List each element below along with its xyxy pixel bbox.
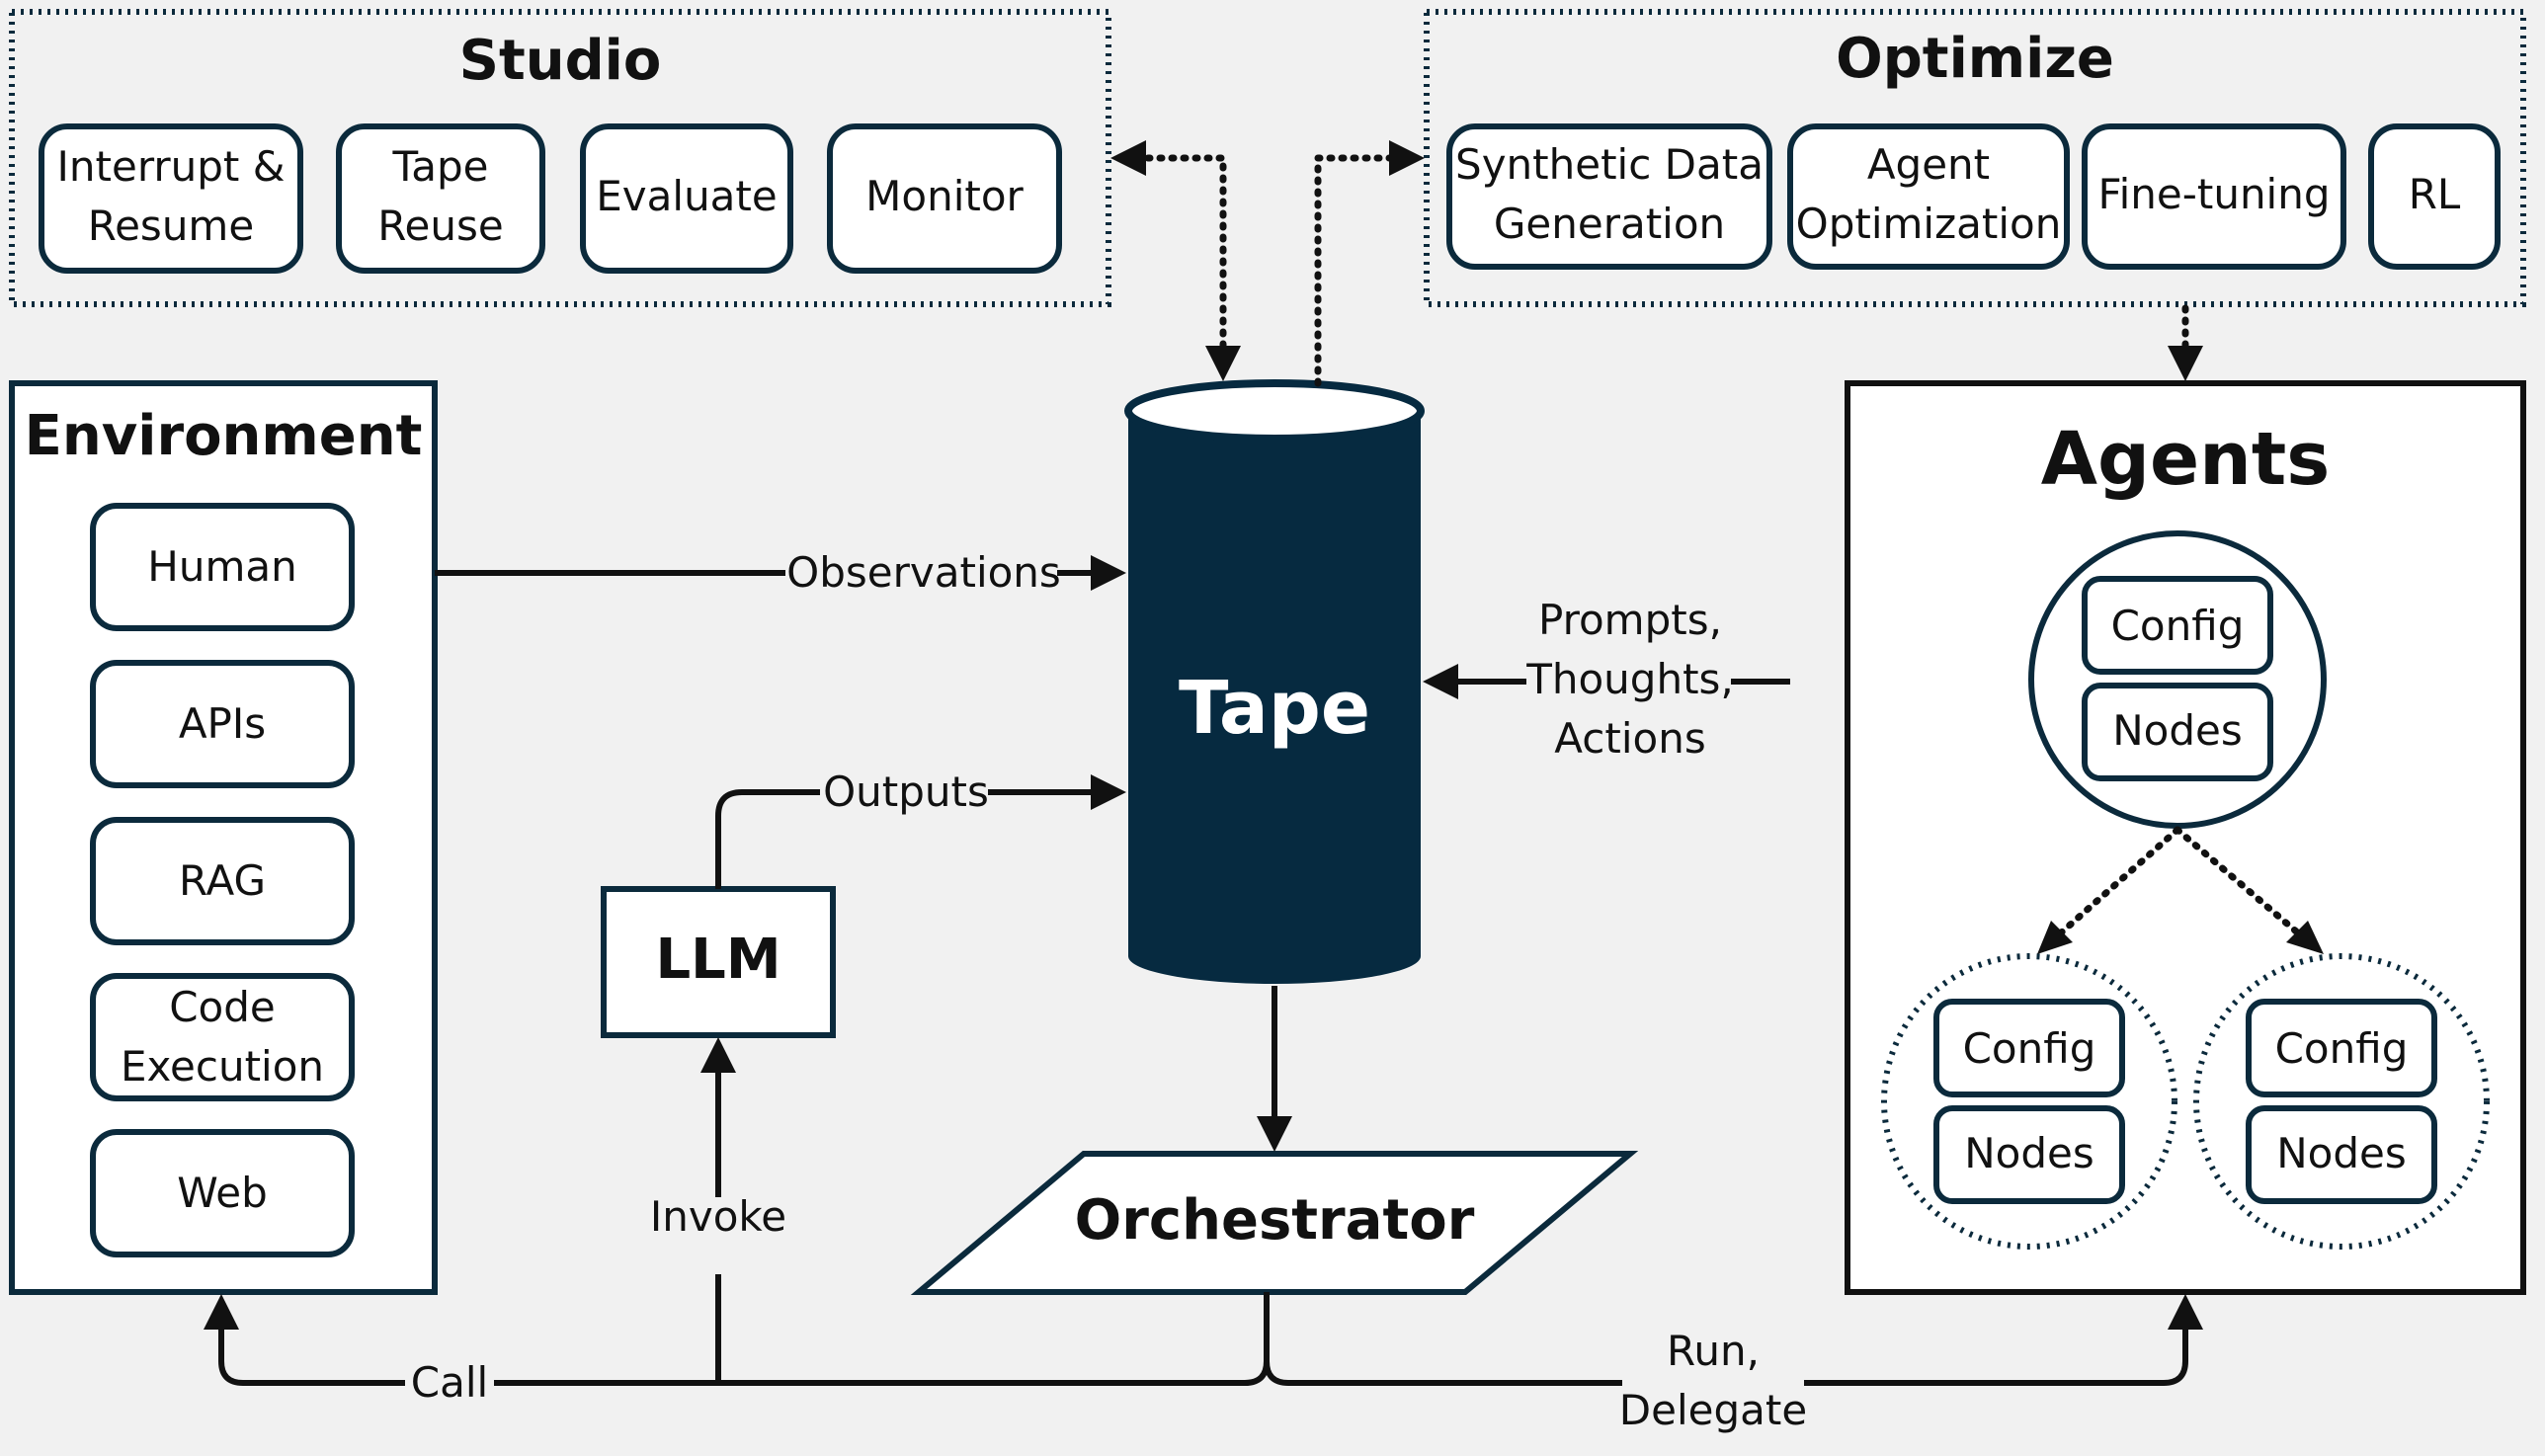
observations-label: Observations [786, 548, 1061, 597]
environment-group: Environment Human APIs RAG Code Executio… [9, 380, 438, 1295]
tape-cylinder[interactable]: Tape [1124, 379, 1425, 984]
environment-item-label: Web [177, 1169, 268, 1217]
studio-item-monitor[interactable]: Monitor [827, 123, 1062, 274]
optimize-item-fine-tuning[interactable]: Fine-tuning [2082, 123, 2346, 270]
agents-arrowhead [2168, 346, 2203, 381]
studio-title: Studio [459, 29, 662, 93]
environment-item-web[interactable]: Web [90, 1129, 355, 1257]
optimize-item-line2: Generation [1494, 200, 1725, 248]
studio-item-label: Evaluate [596, 172, 777, 220]
agent-config-label: Config [1963, 1024, 2096, 1073]
agent-nodes-label: Nodes [1964, 1129, 2094, 1177]
environment-item-code-execution[interactable]: Code Execution [90, 973, 355, 1101]
studio-border [9, 9, 1111, 307]
dotted-connectors [1110, 140, 2203, 387]
prompts-arrowhead [1423, 664, 1458, 699]
environment-item-human[interactable]: Human [90, 503, 355, 631]
optimize-item-label: RL [2409, 170, 2461, 218]
optimize-title: Optimize [1836, 27, 2114, 91]
environment-item-label: Human [147, 542, 296, 591]
optimize-item-line1: Agent [1867, 140, 1990, 189]
agent-config-label: Config [2111, 602, 2245, 650]
call-label: Call [411, 1358, 488, 1407]
delegate-arrow-right [2174, 826, 2306, 940]
optimize-arrowhead [1389, 140, 1425, 176]
orchestrator[interactable]: Orchestrator [910, 1151, 1639, 1295]
environment-item-label: RAG [179, 856, 266, 905]
orchestrator-arrowhead [1257, 1116, 1292, 1152]
llm-box[interactable]: LLM [601, 886, 836, 1038]
optimize-item-rl[interactable]: RL [2368, 123, 2501, 270]
agent-nodes-label: Nodes [2276, 1129, 2407, 1177]
solid-connectors: Observations Outputs Prompts, Thoughts, … [204, 548, 2203, 1434]
studio-tape-link [1132, 154, 1227, 354]
prompts-label-3: Actions [1554, 714, 1705, 763]
tape-top [1124, 379, 1425, 443]
tape-optimize-link [1314, 154, 1397, 387]
studio-item-interrupt-resume[interactable]: Interrupt & Resume [39, 123, 303, 274]
studio-item-line1: Tape [392, 142, 489, 191]
environment-title: Environment [25, 404, 423, 468]
outputs-label: Outputs [823, 768, 989, 816]
agent-config-label: Config [2275, 1024, 2409, 1073]
run-delegate-line [1264, 1328, 2188, 1386]
environment-item-line1: Code [169, 983, 276, 1031]
tape-top-arrowhead [1205, 346, 1241, 381]
agent-sub-right[interactable]: Config Nodes [2193, 953, 2490, 1250]
observations-arrowhead [1091, 555, 1126, 591]
studio-item-line2: Reuse [377, 202, 503, 250]
agent-sub-left[interactable]: Config Nodes [1881, 953, 2177, 1250]
studio-item-tape-reuse[interactable]: Tape Reuse [336, 123, 545, 274]
studio-item-line2: Resume [88, 202, 254, 250]
prompts-label-2: Thoughts, [1525, 655, 1734, 703]
agents-group: Agents Config Nodes Config Nodes Config … [1845, 380, 2526, 1295]
optimize-item-line2: Optimization [1796, 200, 2062, 248]
delegate-arrow-left [2053, 826, 2181, 940]
studio-item-evaluate[interactable]: Evaluate [580, 123, 793, 274]
studio-arrowhead [1110, 140, 1146, 176]
optimize-group: Optimize Synthetic Data Generation Agent… [1424, 9, 2526, 307]
delegate-arrowhead-left [2037, 921, 2073, 954]
environment-item-label: APIs [179, 699, 266, 748]
studio-item-label: Monitor [865, 172, 1024, 220]
call-line [218, 1292, 1270, 1386]
studio-item-line1: Interrupt & [57, 142, 286, 191]
agents-title: Agents [2041, 417, 2331, 502]
tape-body [1128, 411, 1421, 984]
prompts-label-1: Prompts, [1538, 596, 1722, 644]
optimize-item-agent-optimization[interactable]: Agent Optimization [1787, 123, 2070, 270]
environment-arrowhead [204, 1294, 239, 1330]
run-label-2: Delegate [1619, 1386, 1807, 1434]
tape-label: Tape [1179, 666, 1370, 751]
agent-main[interactable]: Config Nodes [2028, 530, 2327, 829]
run-label-1: Run, [1667, 1327, 1760, 1375]
environment-item-line2: Execution [121, 1042, 324, 1091]
llm-label: LLM [655, 928, 780, 992]
optimize-border [1424, 9, 2526, 307]
delegate-arrowhead-right [2286, 921, 2324, 954]
optimize-item-synthetic-data[interactable]: Synthetic Data Generation [1446, 123, 1772, 270]
orchestrator-label: Orchestrator [1075, 1188, 1475, 1253]
optimize-item-label: Fine-tuning [2097, 170, 2330, 218]
environment-item-apis[interactable]: APIs [90, 660, 355, 788]
agent-nodes-label: Nodes [2112, 706, 2243, 755]
agents-bottom-arrowhead [2168, 1294, 2203, 1330]
invoke-label: Invoke [650, 1192, 786, 1241]
outputs-arrowhead [1091, 774, 1126, 810]
llm-arrowhead [700, 1037, 736, 1073]
studio-group: Studio Interrupt & Resume Tape Reuse Eva… [9, 9, 1111, 307]
outputs-line [715, 789, 1093, 889]
optimize-item-line1: Synthetic Data [1455, 140, 1764, 189]
environment-item-rag[interactable]: RAG [90, 817, 355, 945]
